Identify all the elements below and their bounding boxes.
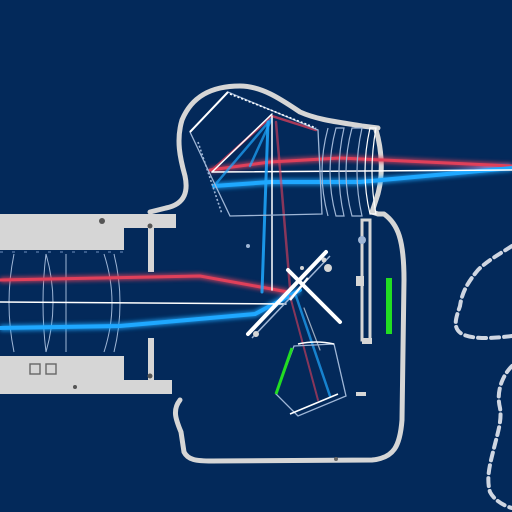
mirror-hinge: [289, 277, 309, 301]
lens-barrel: [0, 214, 176, 394]
reflex-mirror-assembly: [246, 244, 342, 339]
image-sensor-assembly: [334, 218, 392, 461]
image-sensor: [386, 278, 392, 334]
camera-housing: [147, 83, 407, 464]
red-beam-upper: [208, 156, 512, 172]
shutter-clip: [356, 276, 364, 286]
shutter-stop: [362, 338, 372, 344]
white-beam-lower: [303, 307, 321, 351]
barrel-bottom-flange: [0, 380, 172, 394]
screw-icon: [147, 223, 153, 229]
connector-icon: [29, 363, 41, 375]
red-beam-input: [0, 274, 290, 294]
screw-icon: [99, 218, 105, 224]
grip-outline-lower: [486, 364, 512, 510]
light-beams: [0, 113, 512, 401]
blue-beam-upper: [212, 166, 512, 188]
blue-beam-vertical: [260, 120, 270, 294]
pentaprism-mirror-face: [229, 93, 317, 129]
lens-element: [8, 253, 15, 353]
mount-post-bottom: [148, 338, 154, 380]
blue-beam-lower: [294, 294, 332, 398]
bottom-clip: [356, 392, 366, 396]
grip-outline-upper: [453, 244, 512, 340]
lens-element: [42, 253, 54, 353]
pivot-icon: [300, 266, 304, 270]
pivot-icon: [321, 257, 327, 263]
pivot-icon: [324, 264, 332, 272]
pivot-icon: [246, 244, 250, 248]
connector-icon: [45, 363, 57, 375]
screw-icon: [73, 385, 77, 389]
eyepiece-lenses: [321, 127, 377, 217]
eyepiece-lens: [321, 127, 329, 217]
optical-axis-beam: [0, 301, 287, 305]
mount-post-top: [148, 228, 154, 272]
pentaprism-top-edge: [189, 91, 229, 133]
barrel-top-wall: [0, 228, 124, 250]
secondary-mirror: [286, 268, 342, 324]
pivot-icon: [253, 331, 259, 337]
sensor-base: [289, 393, 339, 415]
barrel-top-flange: [0, 214, 176, 228]
sensor-lens: [297, 341, 335, 345]
white-beam-upper: [211, 169, 512, 173]
pentaprism-side-face: [197, 141, 223, 215]
pivot-icon: [358, 236, 366, 244]
red-beam-vertical: [274, 120, 292, 290]
white-beam-prism: [211, 113, 273, 173]
barrel-bottom-wall: [0, 356, 124, 380]
screw-icon: [147, 373, 153, 379]
red-beam-lower: [289, 295, 319, 401]
eyepiece-lens: [345, 127, 363, 217]
sensor-housing: [274, 341, 347, 417]
eyepiece-lens: [364, 127, 377, 215]
reflex-mirror: [246, 250, 328, 336]
screw-icon: [334, 457, 338, 461]
pentaprism: [189, 91, 323, 217]
eyepiece-lens: [329, 127, 345, 217]
af-sensor: [274, 347, 294, 395]
